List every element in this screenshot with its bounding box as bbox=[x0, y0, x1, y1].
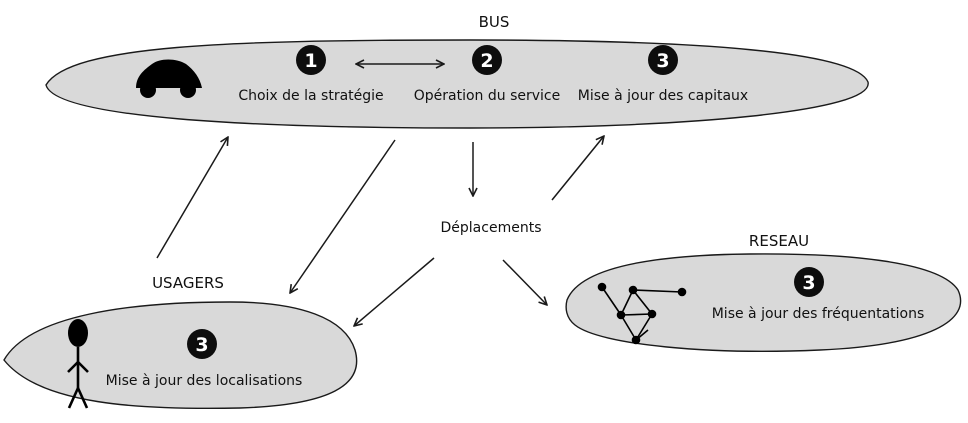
network-graph-icon bbox=[597, 282, 687, 345]
step-badge bbox=[648, 45, 678, 75]
reseau-step: 3 Mise à jour des fréquentations bbox=[712, 267, 925, 322]
usagers-region: USAGERS 3 Mise à jour des localisations bbox=[3, 274, 358, 410]
step-label: Opération du service bbox=[414, 88, 560, 104]
step-badge bbox=[187, 329, 217, 359]
step-number: 2 bbox=[480, 50, 493, 72]
bus-title: BUS bbox=[479, 13, 510, 31]
arrow-usagers-to-bus bbox=[156, 137, 228, 259]
reseau-title: RESEAU bbox=[749, 232, 809, 250]
step-badge bbox=[472, 45, 502, 75]
usagers-title: USAGERS bbox=[152, 274, 224, 292]
reseau-region: RESEAU 3 Mise à jour des fréquentations bbox=[565, 232, 962, 352]
usagers-step: 3 Mise à jour des localisations bbox=[106, 329, 303, 389]
bus-step-1: 1 Choix de la stratégie bbox=[238, 45, 384, 104]
step-label: Choix de la stratégie bbox=[238, 88, 383, 104]
arrow-deplacements-to-bus bbox=[551, 136, 604, 201]
bus-region: BUS 1 Choix de la stratégie 2 Opération … bbox=[45, 13, 869, 129]
reseau-ellipse bbox=[565, 253, 962, 352]
step-number: 3 bbox=[195, 334, 208, 356]
car-icon bbox=[136, 59, 202, 98]
deplacements-label: Déplacements bbox=[441, 220, 542, 236]
person-icon bbox=[67, 319, 89, 409]
flow-arrows bbox=[156, 136, 604, 326]
step-label: Mise à jour des localisations bbox=[106, 373, 303, 389]
step-badge bbox=[794, 267, 824, 297]
bus-step-3: 3 Mise à jour des capitaux bbox=[578, 45, 748, 104]
step-badge bbox=[296, 45, 326, 75]
step-label: Mise à jour des capitaux bbox=[578, 88, 748, 104]
step-label: Mise à jour des fréquentations bbox=[712, 306, 925, 322]
step-number: 1 bbox=[304, 50, 317, 72]
step-number: 3 bbox=[656, 50, 669, 72]
arrow-bus-to-usagers bbox=[290, 139, 396, 293]
step-number: 3 bbox=[802, 272, 815, 294]
arrow-deplacements-to-usagers bbox=[354, 257, 435, 326]
arrow-deplacements-to-reseau bbox=[502, 259, 547, 305]
usagers-ellipse bbox=[3, 301, 358, 410]
bus-step-2: 2 Opération du service bbox=[414, 45, 560, 104]
